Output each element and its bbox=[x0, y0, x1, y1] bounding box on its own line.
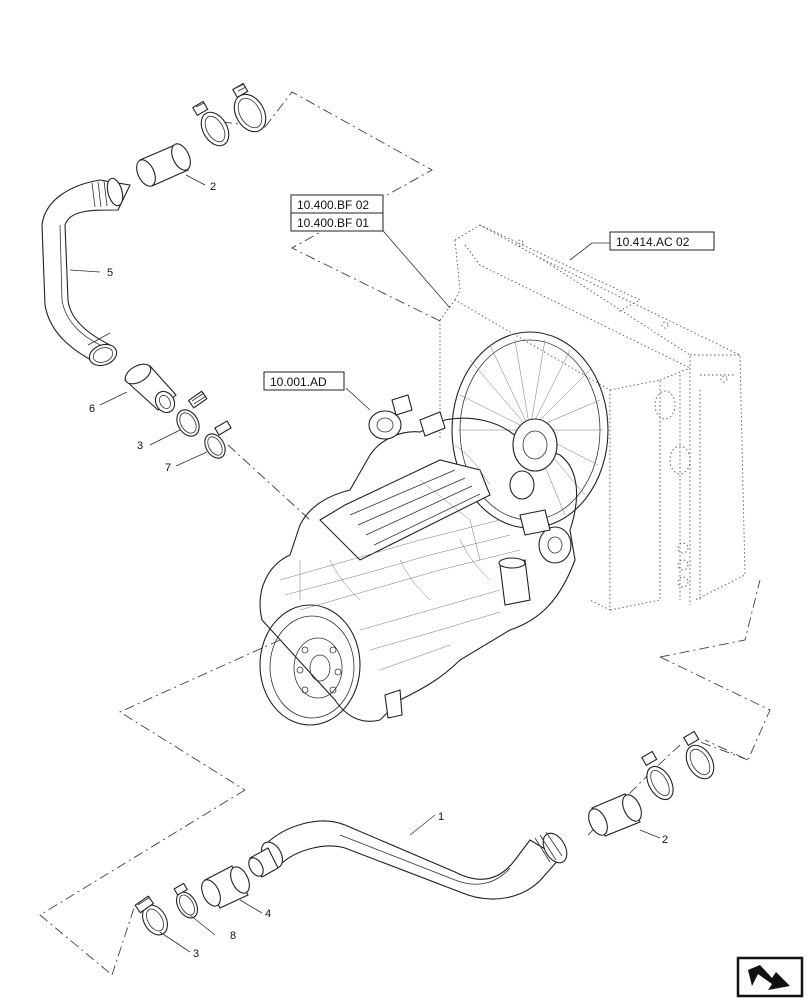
reducer-sleeve[interactable] bbox=[122, 360, 178, 416]
hose-bent-left[interactable] bbox=[41, 177, 131, 370]
svg-text:10.414.AC 02: 10.414.AC 02 bbox=[616, 235, 690, 249]
callout-3-bottom: 3 bbox=[193, 948, 199, 960]
callout-numbers: 1 2 2 3 3 4 5 6 7 8 bbox=[89, 181, 668, 960]
hose-clamp-top-left[interactable] bbox=[192, 100, 235, 151]
callout-4: 4 bbox=[265, 908, 271, 920]
hose-clamp-top-right[interactable] bbox=[228, 82, 272, 138]
callout-5: 5 bbox=[107, 267, 113, 279]
svg-text:10.400.BF 02: 10.400.BF 02 bbox=[297, 198, 369, 212]
callout-7: 7 bbox=[165, 462, 171, 474]
hose-clamp-bottom-3[interactable] bbox=[134, 895, 172, 939]
forward-arrow-icon[interactable] bbox=[736, 956, 804, 998]
coupler-sleeve-4[interactable] bbox=[198, 864, 253, 909]
ref-box-ad[interactable]: 10.001.AD bbox=[263, 371, 345, 391]
hose-clamp-middle-7[interactable] bbox=[201, 420, 232, 462]
reference-labels: 10.400.BF 02 10.400.BF 01 10.414.AC 02 1… bbox=[263, 194, 715, 391]
bottom-hose-assembly bbox=[134, 730, 720, 939]
callout-2-top: 2 bbox=[210, 181, 216, 193]
callout-3-top: 3 bbox=[137, 440, 143, 452]
ref-box-ac02[interactable]: 10.414.AC 02 bbox=[609, 231, 715, 251]
hose-lower-main[interactable] bbox=[246, 820, 572, 900]
callout-8: 8 bbox=[230, 930, 236, 942]
svg-text:10.400.BF 01: 10.400.BF 01 bbox=[297, 216, 369, 230]
ref-box-bf02[interactable]: 10.400.BF 02 bbox=[290, 194, 384, 214]
engine-block bbox=[259, 394, 578, 726]
radiator-assembly bbox=[439, 224, 746, 611]
hose-clamp-middle-3[interactable] bbox=[172, 390, 208, 440]
hose-clamp-bottom-right-a[interactable] bbox=[641, 750, 678, 805]
top-hose-assembly bbox=[41, 82, 272, 462]
ref-box-bf01[interactable]: 10.400.BF 01 bbox=[290, 212, 384, 232]
callout-2-bottom: 2 bbox=[662, 834, 668, 846]
coupler-sleeve-top[interactable] bbox=[133, 141, 194, 189]
leader-lines bbox=[69, 174, 661, 953]
hose-clamp-8[interactable] bbox=[172, 882, 202, 921]
hose-clamp-bottom-right-b[interactable] bbox=[681, 730, 720, 784]
callout-6: 6 bbox=[89, 403, 95, 415]
svg-text:10.001.AD: 10.001.AD bbox=[270, 375, 327, 389]
callout-1: 1 bbox=[438, 811, 444, 823]
coupler-sleeve-bottom[interactable] bbox=[585, 792, 645, 838]
